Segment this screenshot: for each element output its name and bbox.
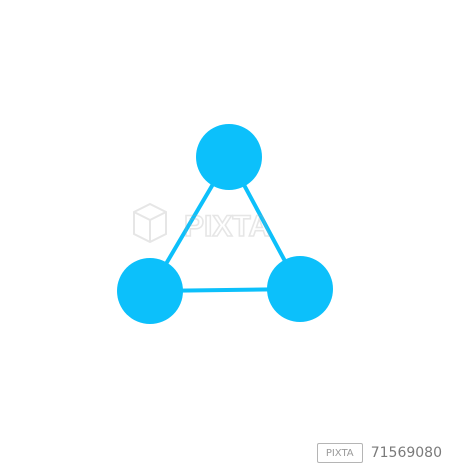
watermark-cube-icon (133, 202, 167, 244)
node-top (196, 124, 262, 190)
image-number: 71569080 (370, 445, 442, 461)
footer-logo: PIXTA (316, 443, 363, 463)
watermark: PIXTA (133, 202, 271, 244)
watermark-text: PIXTA (184, 210, 270, 243)
node-bottom-right (267, 256, 333, 322)
footer: PIXTA 71569080 (316, 443, 442, 463)
node-bottom-left (117, 258, 183, 324)
